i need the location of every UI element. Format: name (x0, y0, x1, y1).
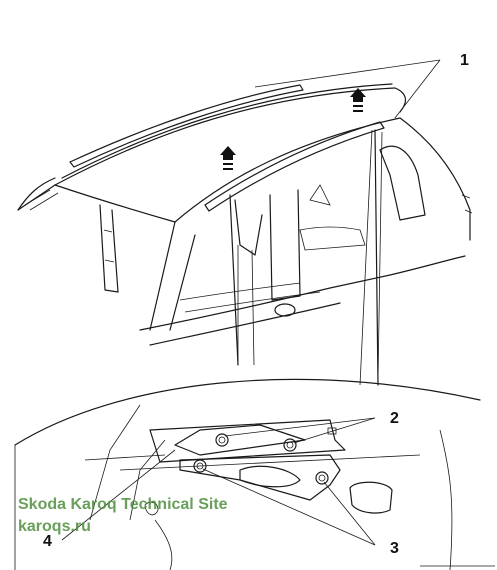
callout-2-leaders (224, 417, 376, 444)
callout-4-leaders (61, 449, 176, 541)
callout-3: 3 (390, 540, 399, 557)
callout-2: 2 (390, 410, 399, 427)
watermark-url: karoqs.ru (18, 518, 91, 535)
arrow-up-icon-left (220, 146, 236, 170)
watermark-title: Skoda Karoq Technical Site (18, 496, 228, 513)
arrow-up-icon-right (350, 88, 366, 112)
detail-magnifier (14, 129, 481, 570)
bracket-assembly (84, 404, 453, 570)
callout-1-leaders (254, 59, 441, 119)
car-body-upper-view (17, 83, 473, 386)
callout-4: 4 (43, 533, 52, 550)
callout-3-leaders (202, 468, 376, 546)
callout-1: 1 (460, 52, 469, 69)
